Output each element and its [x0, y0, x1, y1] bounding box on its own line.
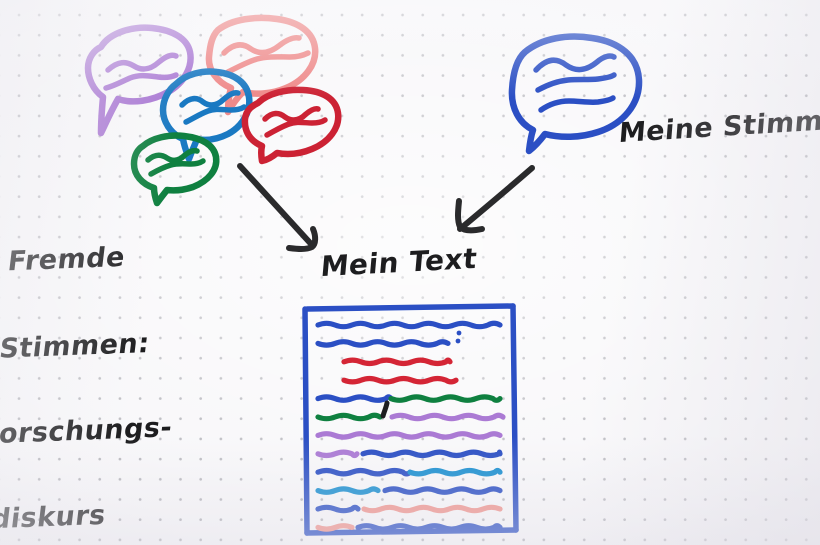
document-line: [382, 486, 503, 495]
document-line: [315, 320, 503, 330]
document-line: [315, 431, 503, 440]
fremde-stimmen-line-2: Stimmen:: [0, 327, 152, 365]
document-line: [389, 412, 506, 422]
mein-text-caption: Mein Text: [319, 241, 479, 284]
document-line: [315, 394, 394, 403]
document-line: [407, 467, 503, 477]
document-line: [388, 394, 503, 403]
fremde-stimmen-line-4: diskurs: [0, 499, 108, 536]
document-line: [341, 357, 453, 367]
document-line: [315, 486, 381, 495]
bubble-red: [241, 86, 342, 165]
comma-mark: [380, 400, 390, 419]
arrow-meine-to-text: [455, 165, 535, 234]
document-line: [355, 523, 503, 532]
document-line: [361, 504, 503, 514]
document-line: [341, 375, 459, 385]
arrow-fremde-to-text: [237, 163, 319, 252]
document-line: [315, 504, 361, 514]
document-line: [315, 412, 383, 422]
document-line: [315, 523, 355, 532]
fremde-stimmen-line-3: Forschungs-: [0, 412, 175, 451]
document-line: [315, 449, 360, 459]
fremde-stimmen-line-1: Fremde: [6, 241, 127, 278]
colon-mark: [455, 330, 462, 344]
document-line: [315, 339, 451, 348]
document-text-lines: [315, 320, 506, 532]
document-line: [315, 467, 413, 477]
document-line: [360, 449, 503, 459]
